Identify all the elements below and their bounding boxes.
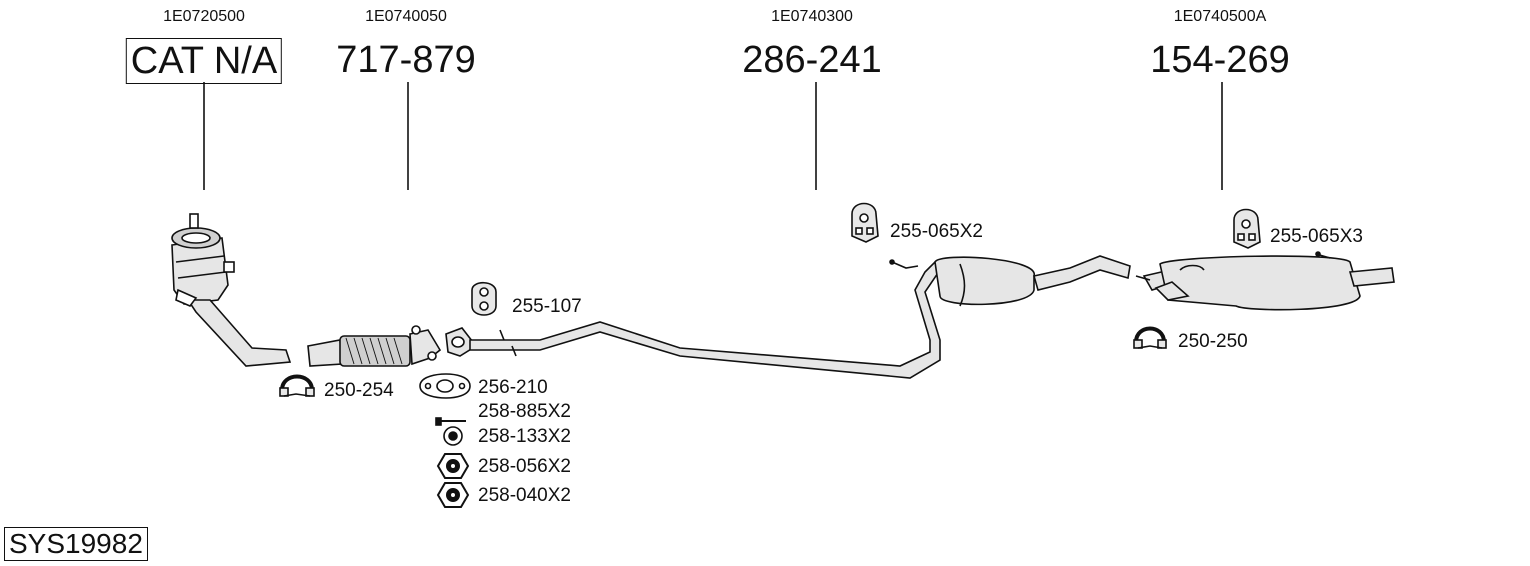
clamp-250-250-icon	[1133, 326, 1167, 349]
label-250-254: 250-254	[324, 380, 394, 401]
washer-258-133-icon	[443, 426, 463, 446]
bolt-258-885-icon	[435, 417, 466, 426]
middle-silencer-part	[445, 255, 1131, 379]
label-250-250: 250-250	[1178, 331, 1248, 352]
oe-ref-rear-silencer: 1E0740500A	[1173, 8, 1267, 25]
label-255-065x3: 255-065X3	[1270, 226, 1363, 247]
hanger-255-065x2-icon	[851, 202, 879, 243]
label-258-040x2: 258-040X2	[478, 485, 571, 506]
oe-ref-front-pipe: 1E0740050	[365, 8, 447, 25]
system-code: SYS19982	[4, 527, 148, 561]
nut-258-056-icon	[436, 453, 470, 479]
rear-silencer-part	[1135, 251, 1395, 311]
rubber-ring-255-107-icon	[471, 281, 497, 316]
catalyst-part	[171, 213, 292, 367]
oe-ref-middle-silencer: 1E0740300	[771, 8, 853, 25]
part-number-middle-silencer: 286-241	[742, 39, 882, 81]
clamp-250-254-icon	[279, 374, 315, 397]
label-258-885x2: 258-885X2	[478, 401, 571, 422]
label-255-107: 255-107	[512, 296, 582, 317]
label-255-065x2: 255-065X2	[890, 221, 983, 242]
nut-258-040-icon	[436, 482, 470, 508]
label-258-056x2: 258-056X2	[478, 456, 571, 477]
gasket-256-210-icon	[419, 373, 471, 399]
hanger-255-065x3-icon	[1233, 208, 1261, 249]
label-258-133x2: 258-133X2	[478, 426, 571, 447]
label-256-210: 256-210	[478, 377, 548, 398]
part-number-rear-silencer: 154-269	[1150, 39, 1290, 81]
part-number-catalyst: CAT N/A	[125, 38, 283, 84]
oe-ref-catalyst: 1E0720500	[163, 8, 245, 25]
part-number-front-pipe: 717-879	[336, 39, 476, 81]
front-pipe-part	[307, 325, 442, 367]
